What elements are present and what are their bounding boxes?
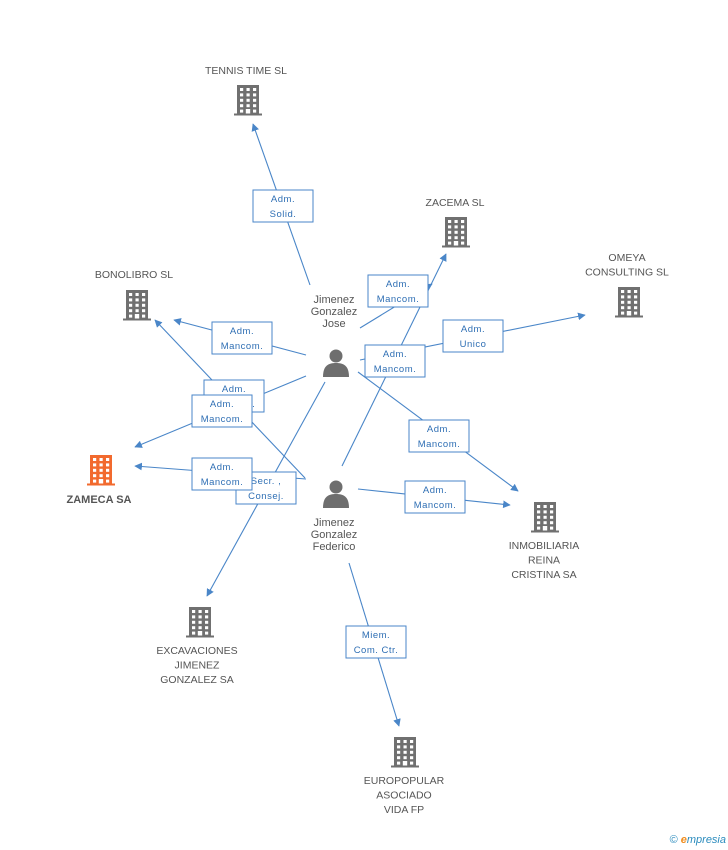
- building-icon: [87, 455, 115, 486]
- relation-label-box: [408, 419, 470, 453]
- company-name-line: REINA: [528, 555, 560, 567]
- company-name-line: ZAMECA SA: [67, 494, 132, 506]
- company-node-inmobiliaria[interactable]: INMOBILIARIA REINA CRISTINA SA: [509, 502, 580, 581]
- relation-label-text: Adm.: [386, 279, 410, 290]
- company-name-line: JIMENEZ: [175, 660, 221, 672]
- company-name-line: EXCAVACIONES: [156, 645, 237, 657]
- building-icon: [442, 217, 470, 248]
- brand-logo-e: e: [680, 834, 687, 846]
- relation-label-r8[interactable]: Adm. Mancom.: [364, 344, 426, 378]
- relation-label-text: Mancom.: [418, 439, 461, 450]
- relation-label-r11[interactable]: Adm. Mancom.: [404, 480, 466, 514]
- relation-label-text: Consej.: [248, 491, 284, 502]
- relation-label-text: Adm.: [271, 194, 295, 205]
- relation-label-box: [191, 394, 253, 428]
- relation-label-box: [191, 457, 253, 491]
- relation-label-text: Adm.: [461, 324, 485, 335]
- brand-logo-text: mpresia: [686, 834, 726, 846]
- relation-label-text: Unico: [460, 339, 487, 350]
- company-node-omeya[interactable]: OMEYA CONSULTING SL: [585, 252, 669, 318]
- relation-label-r12[interactable]: Miem. Com. Ctr.: [345, 625, 407, 659]
- relation-label-box: [442, 319, 504, 353]
- copyright-symbol: ©: [669, 834, 678, 846]
- relation-label-text: Adm.: [427, 424, 451, 435]
- relation-label-text: Mancom.: [414, 500, 457, 511]
- relation-label-r1[interactable]: Adm. Solid.: [252, 189, 314, 223]
- company-name-line: EUROPOPULAR: [364, 775, 445, 787]
- company-node-tennis[interactable]: TENNIS TIME SL: [205, 65, 287, 116]
- relation-label-text: Adm.: [230, 326, 254, 337]
- company-name-line: GONZALEZ SA: [160, 674, 234, 686]
- relation-label-box: [211, 321, 273, 355]
- company-node-zacema[interactable]: ZACEMA SL: [426, 197, 485, 248]
- relation-label-r2[interactable]: Adm. Mancom.: [367, 274, 429, 308]
- person-name-line: Gonzalez: [311, 529, 357, 541]
- relation-label-box: [345, 625, 407, 659]
- relation-label-text: Adm.: [423, 485, 447, 496]
- relation-label-r4[interactable]: Adm. Mancom.: [211, 321, 273, 355]
- building-icon: [615, 287, 643, 318]
- company-name-line: ASOCIADO: [376, 790, 431, 802]
- building-icon: [391, 737, 419, 768]
- person-name-line: Federico: [313, 541, 356, 553]
- relation-label-text: Com. Ctr.: [354, 645, 399, 656]
- relation-label-text: Adm.: [210, 399, 234, 410]
- relation-label-r6[interactable]: Adm. Mancom.: [408, 419, 470, 453]
- relation-label-text: Miem.: [362, 630, 390, 641]
- person-icon: [323, 349, 349, 377]
- relation-label-box: [252, 189, 314, 223]
- building-icon: [531, 502, 559, 533]
- relation-label-text: Adm.: [222, 384, 246, 395]
- empresia-watermark: © empresia: [670, 834, 726, 846]
- company-name-line: VIDA FP: [384, 804, 424, 816]
- relation-label-text: Mancom.: [221, 341, 264, 352]
- person-icon: [323, 480, 349, 508]
- building-icon: [123, 290, 151, 321]
- relation-label-box: [364, 344, 426, 378]
- relation-label-box: [367, 274, 429, 308]
- company-node-europopular[interactable]: EUROPOPULAR ASOCIADO VIDA FP: [364, 737, 445, 816]
- company-name-line: INMOBILIARIA: [509, 540, 580, 552]
- relation-label-box: [404, 480, 466, 514]
- relation-label-text: Adm.: [383, 349, 407, 360]
- company-name-line: BONOLIBRO SL: [95, 269, 173, 281]
- person-name-line: Jimenez: [314, 294, 355, 306]
- relation-label-text: Mancom.: [201, 414, 244, 425]
- company-name-line: CRISTINA SA: [511, 569, 576, 581]
- relation-label-text: Secr. ,: [251, 476, 281, 487]
- company-name-line: OMEYA: [608, 252, 645, 264]
- person-name-line: Jose: [322, 318, 345, 330]
- company-name-line: ZACEMA SL: [426, 197, 485, 209]
- company-name-line: TENNIS TIME SL: [205, 65, 287, 77]
- relation-label-r3[interactable]: Adm. Unico: [442, 319, 504, 353]
- company-node-zameca[interactable]: ZAMECA SA: [67, 455, 132, 506]
- person-name-line: Gonzalez: [311, 306, 357, 318]
- relation-label-r9[interactable]: Adm. Mancom.: [191, 394, 253, 428]
- building-icon: [186, 607, 214, 638]
- relation-label-text: Mancom.: [377, 294, 420, 305]
- person-name-line: Jimenez: [314, 517, 355, 529]
- relation-label-text: Mancom.: [201, 477, 244, 488]
- building-icon: [234, 85, 262, 116]
- company-node-excavaciones[interactable]: EXCAVACIONES JIMENEZ GONZALEZ SA: [156, 607, 238, 686]
- relation-label-text: Solid.: [270, 209, 297, 220]
- company-node-bonolibro[interactable]: BONOLIBRO SL: [95, 269, 173, 321]
- company-name-line: CONSULTING SL: [585, 267, 669, 279]
- relation-label-text: Adm.: [210, 462, 234, 473]
- relation-label-r10[interactable]: Adm. Mancom.: [191, 457, 253, 491]
- relation-label-text: Mancom.: [374, 364, 417, 375]
